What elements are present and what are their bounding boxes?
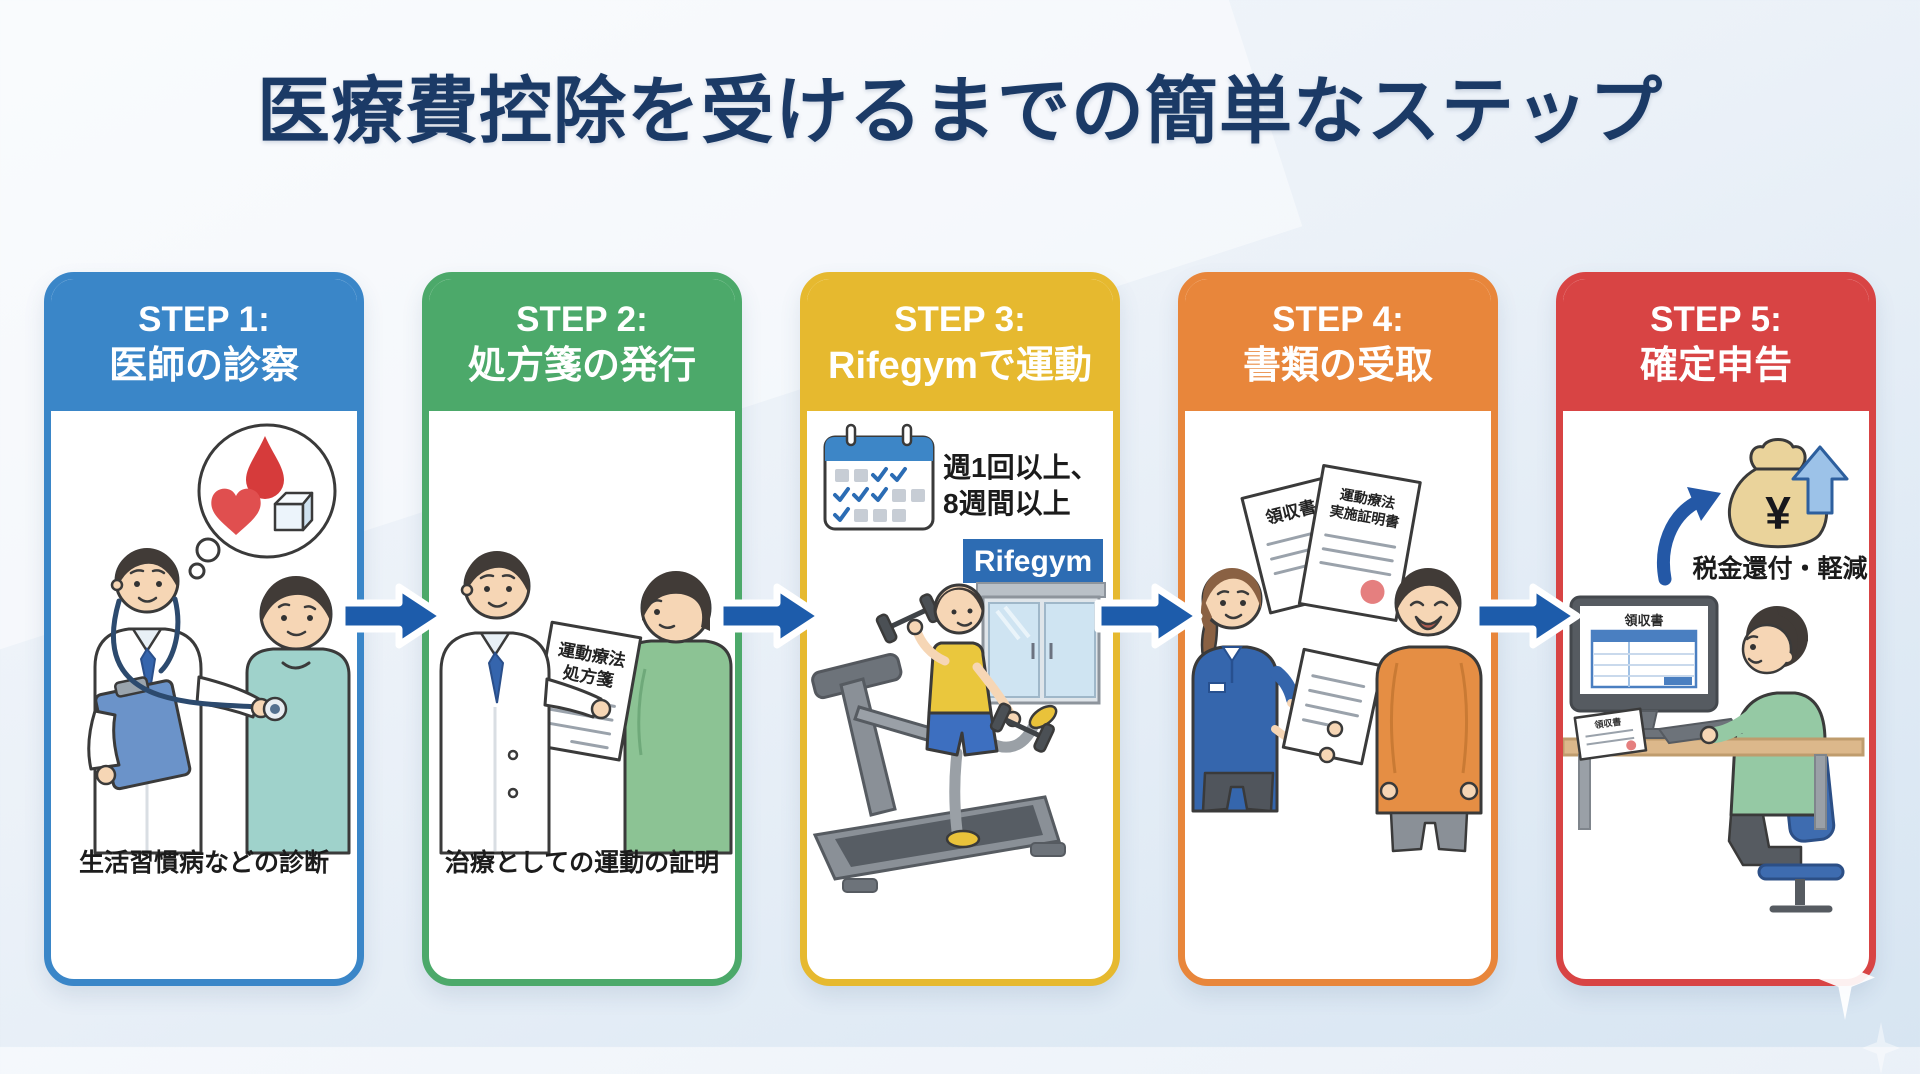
arrow-right-icon — [1472, 583, 1581, 649]
increase-arrow-icon — [1791, 445, 1849, 515]
chair-base — [1757, 863, 1845, 913]
desk-document-title: 領収書 — [1594, 716, 1622, 731]
runner — [875, 583, 1058, 849]
step5-title: 確定申告 — [1639, 345, 1792, 388]
frequency-note-line2: 8週間以上 — [943, 488, 1071, 519]
doctor — [439, 551, 612, 855]
computer-monitor: 領収書 — [1569, 595, 1719, 739]
gym-sign-label: Rifegym — [974, 545, 1092, 578]
arrow-right-icon — [716, 583, 825, 649]
dumbbell-icon — [875, 593, 941, 644]
dumbbell-icon — [989, 702, 1055, 753]
step3-label: STEP 3: — [894, 300, 1026, 340]
handover-document — [1281, 647, 1384, 766]
step5-label: STEP 5: — [1650, 300, 1782, 340]
sparkle-icon — [1862, 1022, 1900, 1074]
page-title: 医療費控除を受けるまでの簡単なステップ — [257, 71, 1663, 152]
screen-document-title: 領収書 — [1624, 613, 1663, 628]
money-bag-symbol: ¥ — [1765, 487, 1791, 539]
step2-header: STEP 2: 処方箋の発行 — [429, 279, 735, 411]
step-card-5: STEP 5: 確定申告 ¥ 税金還付・軽減 — [1556, 272, 1876, 986]
blood-drop-icon — [246, 436, 284, 499]
step5-header: STEP 5: 確定申告 — [1563, 279, 1869, 411]
desk-documents: 領収書 — [1573, 707, 1648, 761]
patient — [623, 571, 733, 855]
step1-illustration — [87, 423, 351, 855]
step3-header: STEP 3: Rifegymで運動 — [807, 279, 1113, 411]
calendar-icon — [823, 423, 935, 531]
benefit-note: 税金還付・軽減 — [1692, 554, 1867, 583]
money-bag-icon: ¥ — [1727, 438, 1829, 549]
step4-label: STEP 4: — [1272, 300, 1404, 340]
stamp-icon — [1360, 579, 1385, 604]
step1-header: STEP 1: 医師の診察 — [51, 279, 357, 411]
member — [1375, 568, 1483, 853]
step2-title: 処方箋の発行 — [467, 345, 696, 388]
stamp-icon — [1626, 740, 1637, 751]
heart-icon — [211, 488, 261, 535]
step2-label: STEP 2: — [516, 300, 648, 340]
gym-storefront: Rifegym — [963, 539, 1106, 705]
step5-illustration: ¥ 税金還付・軽減 — [1563, 438, 1868, 913]
step1-label: STEP 1: — [138, 300, 270, 340]
step1-title: 医師の診察 — [108, 345, 299, 388]
step2-caption: 治療としての運動の証明 — [444, 849, 720, 877]
frequency-note-line1: 週1回以上、 — [943, 452, 1099, 483]
step3-title: Rifegymで運動 — [828, 345, 1092, 388]
certificate-document: 運動療法 実施証明書 — [1297, 464, 1422, 622]
step-card-3: STEP 3: Rifegymで運動 週1回以上、 8週間以上 Rifegym — [800, 272, 1120, 986]
step3-illustration: 週1回以上、 8週間以上 Rifegym — [811, 423, 1106, 893]
step-card-4: STEP 4: 書類の受取 領収書 運動療法 実施証明書 — [1178, 272, 1498, 986]
stethoscope — [110, 596, 288, 722]
step4-illustration: 領収書 運動療法 実施証明書 — [1191, 464, 1483, 853]
step1-caption: 生活習慣病などの診断 — [78, 849, 329, 877]
step4-title: 書類の受取 — [1242, 345, 1433, 388]
refund-arrow-icon — [1657, 487, 1721, 586]
step-card-2: STEP 2: 処方箋の発行 運動療法 処方箋 — [422, 272, 742, 986]
typing-arm — [1699, 703, 1767, 745]
thought-bubble — [188, 423, 337, 580]
doctor — [87, 548, 288, 855]
gym-staff — [1191, 568, 1384, 813]
arrow-right-icon — [338, 583, 447, 649]
step-card-1: STEP 1: 医師の診察 — [44, 272, 364, 986]
arrow-right-icon — [1094, 583, 1203, 649]
step4-header: STEP 4: 書類の受取 — [1185, 279, 1491, 411]
step2-illustration: 運動療法 処方箋 — [439, 551, 733, 855]
sugar-cube-icon — [273, 491, 314, 532]
